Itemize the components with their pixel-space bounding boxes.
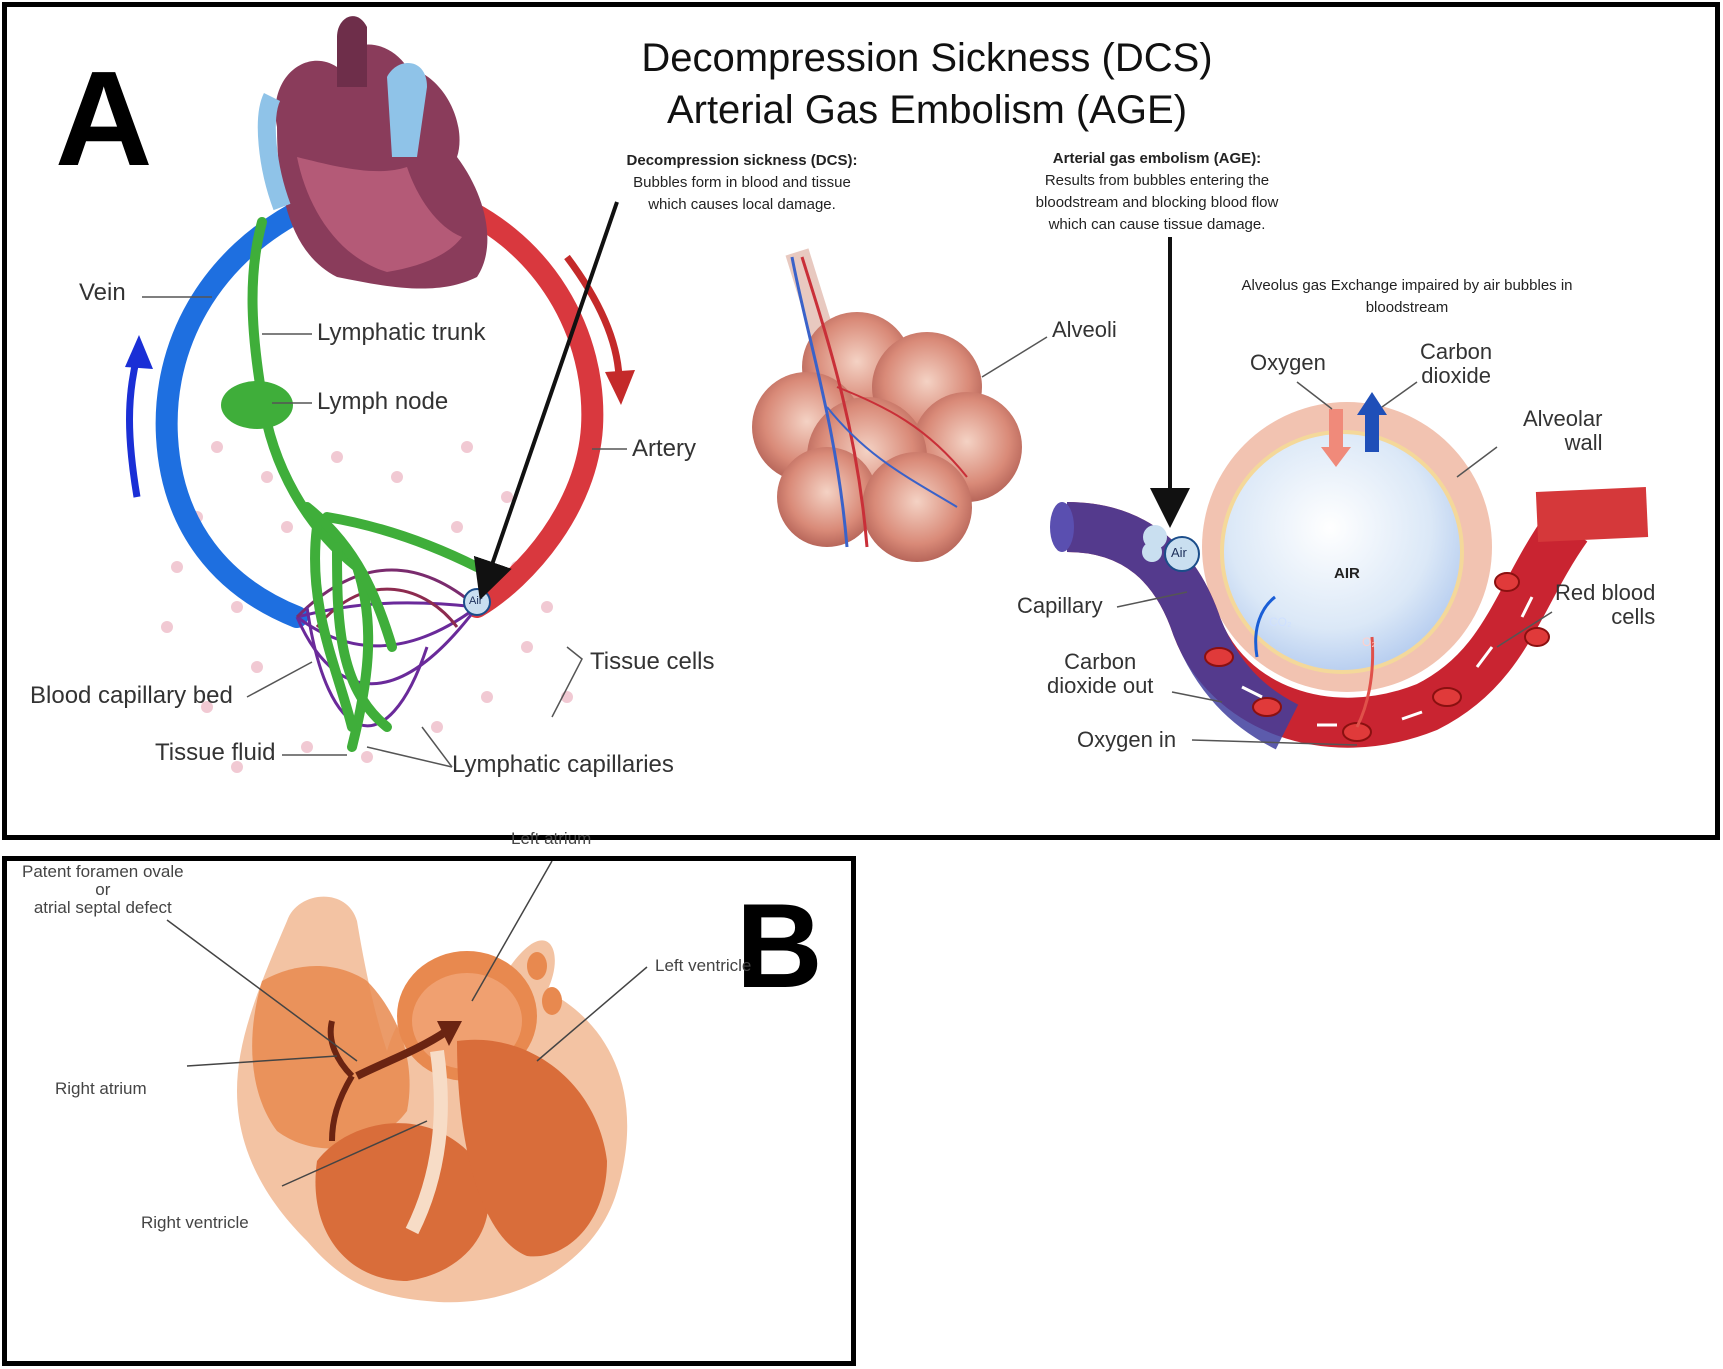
label-oxygen-in: Oxygen in: [1077, 727, 1177, 752]
vein-vessel: [155, 196, 318, 628]
panel-b-heart-illustration: [166, 861, 648, 1303]
label-right-atrium: Right atrium: [55, 1079, 147, 1098]
panel-b-leader-lines: [166, 861, 648, 1187]
label-lymphatic-capillaries: Lymphatic capillaries: [452, 751, 674, 778]
label-capillary: Capillary: [1017, 593, 1103, 618]
label-co2-out-line1: Carbon: [1064, 649, 1137, 674]
age-note: Arterial gas embolism (AGE): Results fro…: [987, 148, 1327, 236]
capillary-flow-arrows: [1241, 596, 1534, 727]
age-note-line2: bloodstream and blocking blood flow: [1035, 194, 1279, 211]
panel-a-letter: A: [55, 43, 153, 194]
alveolus-note-line1: Alveolus gas Exchange impaired by air bu…: [1241, 277, 1573, 294]
label-left-atrium: Left atrium: [511, 829, 592, 848]
label-oxygen: Oxygen: [1250, 350, 1326, 375]
label-left-ventricle: Left ventricle: [655, 956, 752, 975]
alveoli-leader: [981, 336, 1048, 378]
oxygen-in-arrow: [1329, 409, 1343, 449]
shunt-branch: [327, 1020, 355, 1142]
dcs-note-heading: Decompression sickness (DCS):: [626, 152, 858, 169]
age-air-bubble: [1164, 536, 1200, 572]
age-note-heading: Arterial gas embolism (AGE):: [1052, 150, 1262, 167]
shunt-arrowhead: [437, 1021, 462, 1046]
alveolus-note: Alveolus gas Exchange impaired by air bu…: [1197, 275, 1617, 319]
co2-exit-arrow: [1254, 595, 1276, 658]
dcs-note: Decompression sickness (DCS): Bubbles fo…: [567, 150, 917, 216]
label-alveolar-wall-line1: Alveolar: [1523, 406, 1603, 431]
panel-b: B Patent foramen ovale or atrial septal …: [2, 829, 856, 1366]
diagram-title: Decompression Sickness (DCS) Arterial Ga…: [527, 32, 1327, 136]
label-pfo-line1: Patent foramen ovale: [22, 862, 184, 881]
label-blood-capillary-bed: Blood capillary bed: [30, 682, 233, 709]
label-carbon-dioxide: Carbon dioxide: [1420, 340, 1492, 388]
panel-a: A Decompression Sickness (DCS) Arterial …: [2, 2, 1720, 840]
dcs-note-line2: which causes local damage.: [648, 196, 836, 213]
co2-out-arrow: [1365, 412, 1379, 452]
shunt-arrow: [355, 1027, 450, 1080]
label-lymph-node: Lymph node: [317, 388, 449, 415]
artery-vessel: [426, 186, 604, 618]
label-vein: Vein: [79, 279, 126, 306]
label-carbon-dioxide-line1: Carbon: [1420, 339, 1493, 364]
age-note-line3: which can cause tissue damage.: [1048, 216, 1266, 233]
dcs-pointer-arrow: [473, 201, 619, 601]
label-tissue-cells: Tissue cells: [590, 648, 715, 675]
alveolus-leader-lines: [1116, 381, 1553, 746]
alveoli-cluster: [752, 248, 1022, 562]
label-red-blood-cells-line2: cells: [1611, 604, 1656, 629]
label-lymphatic-trunk: Lymphatic trunk: [317, 319, 486, 346]
diagram-title-line2: Arterial Gas Embolism (AGE): [666, 88, 1188, 132]
red-blood-cells: [1204, 572, 1550, 742]
lymph-node: [221, 381, 293, 429]
artery-flow-arrowhead: [605, 370, 635, 405]
label-red-blood-cells-line1: Red blood: [1555, 580, 1656, 605]
circulation-leader-lines: [142, 296, 627, 768]
label-air-alveolus: AIR: [1334, 565, 1360, 582]
label-co2-small: CO₂: [1269, 615, 1292, 629]
alveolus-note-line2: bloodstream: [1365, 299, 1449, 316]
vein-flow-arrow: [126, 356, 141, 498]
diagram-title-line1: Decompression Sickness (DCS): [641, 36, 1213, 80]
dcs-note-line1: Bubbles form in blood and tissue: [633, 174, 851, 191]
label-tissue-fluid: Tissue fluid: [155, 739, 276, 766]
label-co2-out-line2: dioxide out: [1047, 673, 1154, 698]
label-age-air-bubble: Air: [1171, 545, 1187, 560]
label-right-ventricle: Right ventricle: [141, 1213, 249, 1232]
label-alveoli: Alveoli: [1052, 317, 1117, 342]
panel-b-letter: B: [736, 879, 823, 1013]
label-red-blood-cells: Red blood cells: [1555, 581, 1655, 629]
oxygen-in-arrowhead: [1321, 447, 1351, 467]
co2-out-arrowhead: [1357, 392, 1387, 415]
o2-enter-arrow: [1355, 636, 1375, 728]
label-carbon-dioxide-line2: dioxide: [1421, 363, 1491, 388]
heart-illustration: [257, 16, 488, 289]
label-artery: Artery: [632, 435, 697, 462]
label-alveolar-wall-line2: wall: [1564, 430, 1603, 455]
age-note-line1: Results from bubbles entering the: [1044, 172, 1270, 189]
label-pfo: Patent foramen ovale or atrial septal de…: [22, 863, 184, 917]
panel-a-illustration: [125, 16, 1649, 773]
lymphatic-vessels: [247, 217, 482, 752]
label-pfo-line3: atrial septal defect: [33, 898, 172, 917]
artery-flow-arrow: [564, 254, 623, 378]
alveolus-diagram: [1050, 402, 1649, 750]
label-alveolar-wall: Alveolar wall: [1523, 407, 1602, 455]
age-air-bubble-small: [1142, 542, 1162, 562]
label-o2-small: O₂: [1362, 635, 1376, 649]
label-pfo-line2: or: [95, 880, 111, 899]
label-circulation-air: Air: [469, 595, 483, 607]
vein-flow-arrowhead: [125, 335, 153, 369]
label-co2-out: Carbon dioxide out: [1047, 650, 1153, 698]
